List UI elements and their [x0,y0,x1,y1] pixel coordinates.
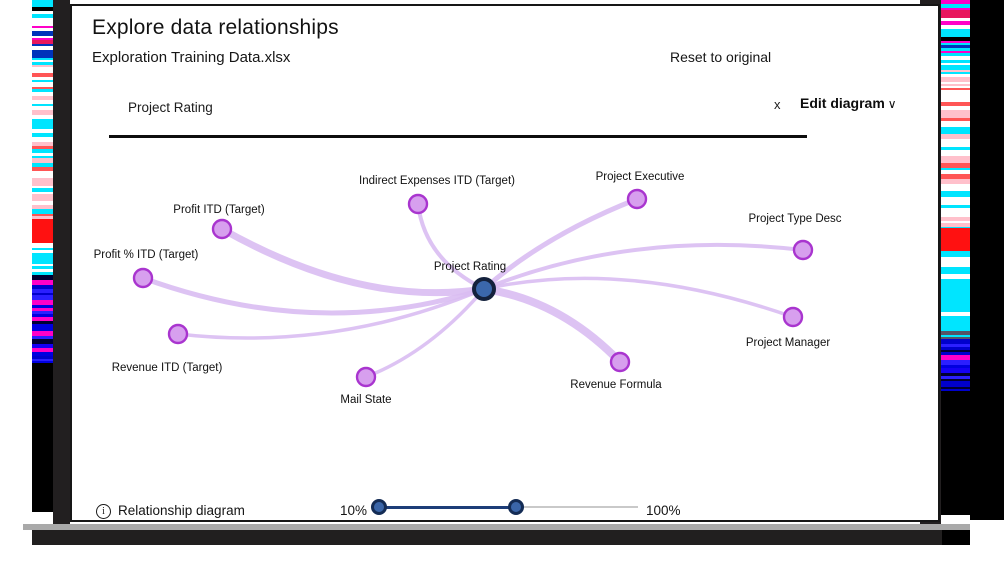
slider-min-label: 10% [339,503,367,518]
glitch-noise-right-band [941,0,970,520]
slider-track-rest[interactable] [516,506,638,508]
center-node-project-rating[interactable] [472,277,496,301]
frame-black-column-right [970,0,1004,520]
explore-relationships-panel: Explore data relationships Exploration T… [70,4,940,522]
field-node[interactable] [211,218,233,240]
field-node[interactable] [355,366,377,388]
slider-track-active[interactable] [379,506,516,509]
bottom-dark-band [32,530,942,545]
data-source-name: Exploration Training Data.xlsx [92,49,291,66]
frame-dark-column-left [53,0,70,524]
close-tab-icon[interactable]: x [774,97,781,112]
field-node[interactable] [626,188,648,210]
field-node[interactable] [407,193,429,215]
bottom-scrollbar[interactable] [23,524,970,530]
reset-to-original-button[interactable]: Reset to original [670,49,772,65]
relationship-diagram-label: Relationship diagram [118,503,245,518]
slider-max-label: 100% [646,503,681,518]
glitch-noise-left-band [32,0,53,521]
edit-diagram-label: Edit diagram [800,95,885,111]
page-title: Explore data relationships [92,16,339,39]
field-node[interactable] [782,306,804,328]
bottom-black-block [942,530,970,545]
tab-underline [109,135,807,138]
field-node[interactable] [132,267,154,289]
chevron-down-icon: ∨ [887,97,897,111]
field-node[interactable] [167,323,189,345]
field-node[interactable] [792,239,814,261]
slider-handle-lower[interactable] [371,499,387,515]
edit-diagram-dropdown[interactable]: Edit diagram∨ [800,95,897,111]
field-node[interactable] [609,351,631,373]
tab-project-rating[interactable]: Project Rating [128,100,213,115]
slider-handle-upper[interactable] [508,499,524,515]
info-icon[interactable]: i [96,504,111,519]
